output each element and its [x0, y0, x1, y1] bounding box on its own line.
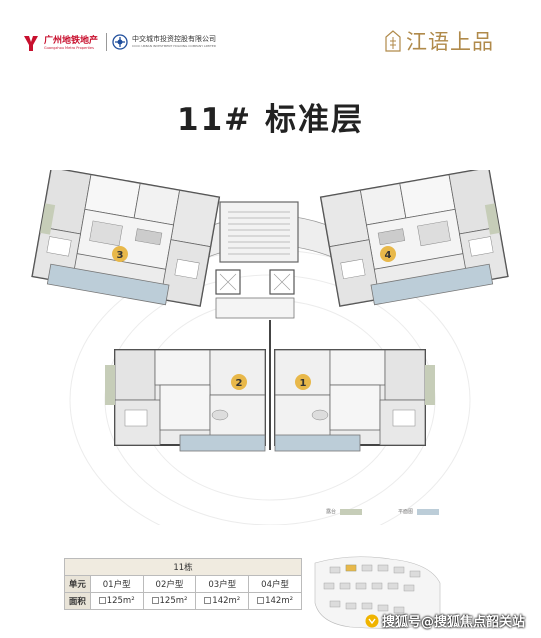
guangzhou-metro-logo: 广州地铁地产 Guangzhou Metro Properties	[22, 34, 98, 52]
brand-name: 江语上品	[406, 30, 494, 54]
floor-plan: 1 2 3 4	[31, 170, 509, 525]
legend-balcony-label: 平面图	[398, 509, 414, 515]
unit-badge-2: 2	[231, 374, 247, 390]
unit-badge-4-label: 4	[385, 250, 392, 261]
table-cell-area: 125m²	[142, 592, 197, 610]
brand-emblem-icon	[385, 30, 401, 52]
unit-1-plan	[274, 349, 435, 452]
table-cell: 03户型	[195, 575, 250, 593]
table-row: 单元 01户型 02户型 03户型 04户型	[64, 575, 302, 593]
area-icon	[151, 597, 159, 604]
area-icon	[257, 597, 265, 604]
table-cell-area: 142m²	[248, 592, 302, 610]
table-cell-area: 125m²	[89, 592, 144, 610]
area-icon	[98, 597, 106, 604]
watermark: 搜狐号@搜狐焦点韶关站	[362, 611, 525, 630]
site-key-plan	[314, 556, 441, 629]
header: 广州地铁地产 Guangzhou Metro Properties 中交城市投资…	[0, 0, 541, 70]
table-row-head: 面积	[64, 592, 91, 610]
cccc-logo: 中交城市投资控股有限公司 CCCC URBAN INVESTMENT HOLDI…	[112, 34, 216, 50]
legend-terrace-swatch	[340, 508, 363, 515]
table-row: 面积 125m² 125m² 142m² 142m²	[64, 592, 302, 610]
area-value: 125m²	[106, 596, 135, 606]
logo2-english: CCCC URBAN INVESTMENT HOLDING COMPANY LI…	[132, 44, 217, 48]
sohu-fox-icon	[365, 614, 379, 627]
unit-badge-1: 1	[295, 374, 311, 390]
logo1-chinese: 广州地铁地产	[44, 35, 99, 46]
logo-divider	[106, 33, 107, 51]
metro-y-icon	[24, 36, 38, 51]
table-cell-area: 142m²	[195, 592, 250, 610]
unit-badge-3-label: 3	[117, 250, 124, 261]
unit-2-plan	[105, 349, 266, 452]
top-core	[179, 201, 361, 319]
area-value: 125m²	[159, 596, 188, 606]
unit-badge-4: 4	[380, 246, 396, 262]
legend-balcony: 平面图	[398, 508, 440, 515]
unit-badge-3: 3	[112, 246, 128, 262]
area-icon	[204, 597, 212, 604]
table-cell: 02户型	[142, 575, 197, 593]
unit-area-table: 11栋 单元 01户型 02户型 03户型 04户型 面积 125m² 125m…	[64, 558, 302, 610]
project-brand: 江语上品	[382, 26, 494, 56]
watermark-text: 搜狐号@搜狐焦点韶关站	[381, 615, 525, 630]
cccc-emblem-icon	[112, 34, 128, 50]
unit-3-plan	[31, 170, 221, 307]
legend-terrace: 露台	[326, 508, 363, 515]
table-cell: 04户型	[248, 575, 302, 593]
page-title: 11# 标准层	[177, 102, 364, 138]
logo1-english: Guangzhou Metro Properties	[44, 45, 94, 50]
legend-balcony-swatch	[417, 508, 440, 515]
table-cell: 01户型	[89, 575, 144, 593]
table-caption: 11栋	[64, 558, 302, 576]
area-value: 142m²	[212, 596, 241, 606]
table-row-head: 单元	[64, 575, 91, 593]
logo2-chinese: 中交城市投资控股有限公司	[132, 35, 216, 43]
unit-badge-1-label: 1	[300, 378, 307, 389]
legend-terrace-label: 露台	[326, 509, 337, 515]
area-value: 142m²	[265, 596, 294, 606]
unit-4-plan	[319, 170, 509, 307]
table-caption-row: 11栋	[64, 558, 302, 576]
unit-badge-2-label: 2	[236, 378, 243, 389]
